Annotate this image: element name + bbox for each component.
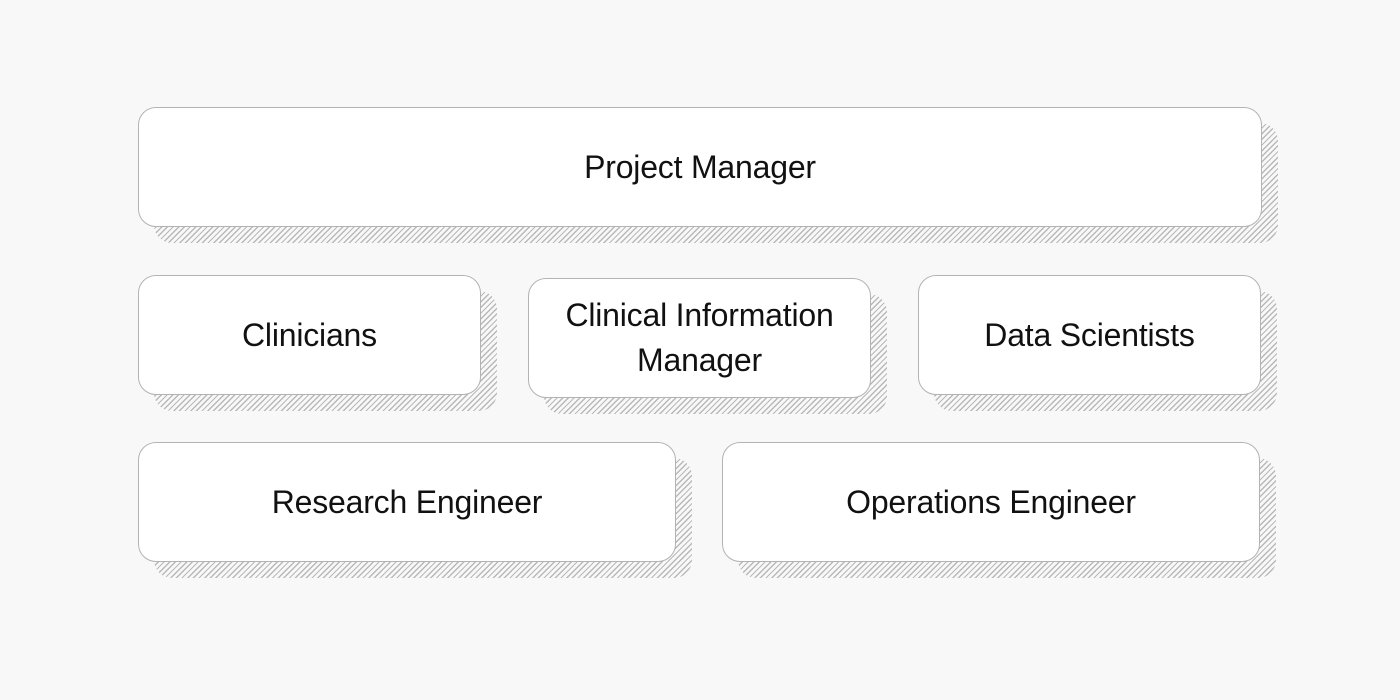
role-label: Data Scientists — [984, 316, 1195, 353]
role-operations-engineer: Operations Engineer — [722, 442, 1276, 578]
role-label: Research Engineer — [271, 483, 543, 520]
role-box: Project Manager — [138, 107, 1262, 227]
role-clinicians: Clinicians — [138, 275, 497, 411]
role-clinical-information-manager: Clinical Information Manager — [528, 278, 887, 414]
role-data-scientists: Data Scientists — [918, 275, 1277, 411]
role-research-engineer: Research Engineer — [138, 442, 692, 578]
role-label: Operations Engineer — [846, 483, 1136, 520]
role-label: Clinical Information Manager — [565, 297, 834, 378]
role-box: Clinicians — [138, 275, 481, 395]
role-box: Operations Engineer — [722, 442, 1260, 562]
role-box: Data Scientists — [918, 275, 1261, 395]
role-box: Clinical Information Manager — [528, 278, 871, 398]
role-project-manager: Project Manager — [138, 107, 1278, 243]
role-label: Clinicians — [242, 316, 377, 353]
role-label: Project Manager — [584, 148, 816, 185]
role-box: Research Engineer — [138, 442, 676, 562]
